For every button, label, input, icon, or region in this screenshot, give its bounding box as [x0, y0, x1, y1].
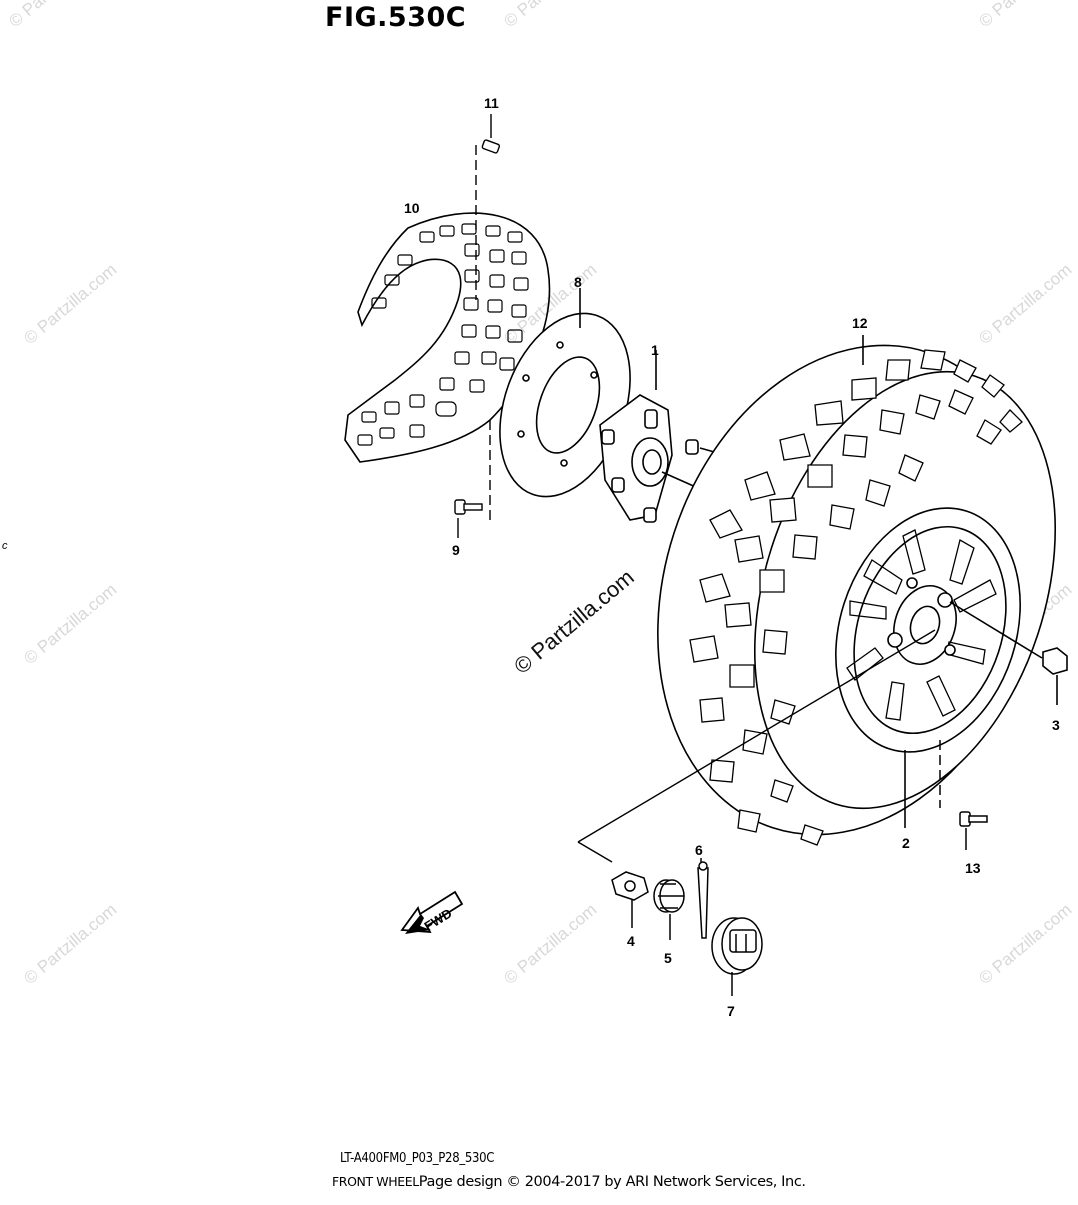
- watermark: © Partzilla.com: [975, 900, 1075, 988]
- footer-line: FRONT WHEELPage design © 2004-2017 by AR…: [332, 1174, 806, 1190]
- callout-8: 8: [574, 274, 582, 290]
- watermark: © Partzilla.com: [975, 260, 1075, 348]
- callout-2: 2: [902, 835, 910, 851]
- callout-11: 11: [484, 95, 499, 111]
- cover-bolt-drawing: [475, 114, 501, 300]
- hub-drawing: [599, 350, 726, 523]
- valve-drawing: [939, 740, 988, 850]
- watermark: © Partzilla.com: [5, 0, 105, 31]
- watermark: © Partzilla.com: [20, 580, 120, 668]
- model-code: LT-A400FM0_P03_P28_530C: [340, 1151, 495, 1166]
- axle-leader: [577, 629, 936, 863]
- disc-bolt-drawing: [454, 420, 491, 538]
- callout-6: 6: [695, 842, 703, 858]
- watermark: © Partzilla.com: [500, 900, 600, 988]
- figure-title: FIG.530C: [325, 2, 467, 33]
- copyright-text: Page design © 2004-2017 by ARI Network S…: [418, 1174, 806, 1190]
- watermark: © Partzilla.com: [20, 900, 120, 988]
- hub-cap-drawing: [711, 917, 763, 996]
- watermark: © Partzilla.com: [500, 0, 600, 31]
- watermark-center: © Partzilla.com: [509, 564, 639, 678]
- section-label: FRONT WHEEL: [332, 1174, 419, 1189]
- callout-4: 4: [627, 933, 635, 949]
- cotter-pin-drawing: [697, 858, 709, 939]
- callout-12: 12: [852, 315, 868, 331]
- callout-labels: 1 2 3 4 5 6 7 8 9 10 11 12 13: [404, 95, 1060, 1019]
- wheel-drawing: [835, 507, 1021, 828]
- callout-10: 10: [404, 200, 420, 216]
- watermark: © Partzilla.com: [975, 0, 1075, 31]
- disc-cover-drawing: [344, 212, 551, 463]
- castle-nut-drawing: [653, 879, 685, 940]
- washer-drawing: [611, 871, 649, 928]
- callout-13: 13: [965, 860, 981, 876]
- fwd-arrow: FWD: [400, 890, 464, 934]
- callout-9: 9: [452, 542, 460, 558]
- callout-3: 3: [1052, 717, 1060, 733]
- callout-1: 1: [651, 342, 659, 358]
- watermark: © Partzilla.com: [20, 260, 120, 348]
- nut-drawing: [949, 601, 1068, 705]
- stray-mark: c: [2, 540, 8, 552]
- callout-7: 7: [727, 1003, 735, 1019]
- callout-5: 5: [664, 950, 672, 966]
